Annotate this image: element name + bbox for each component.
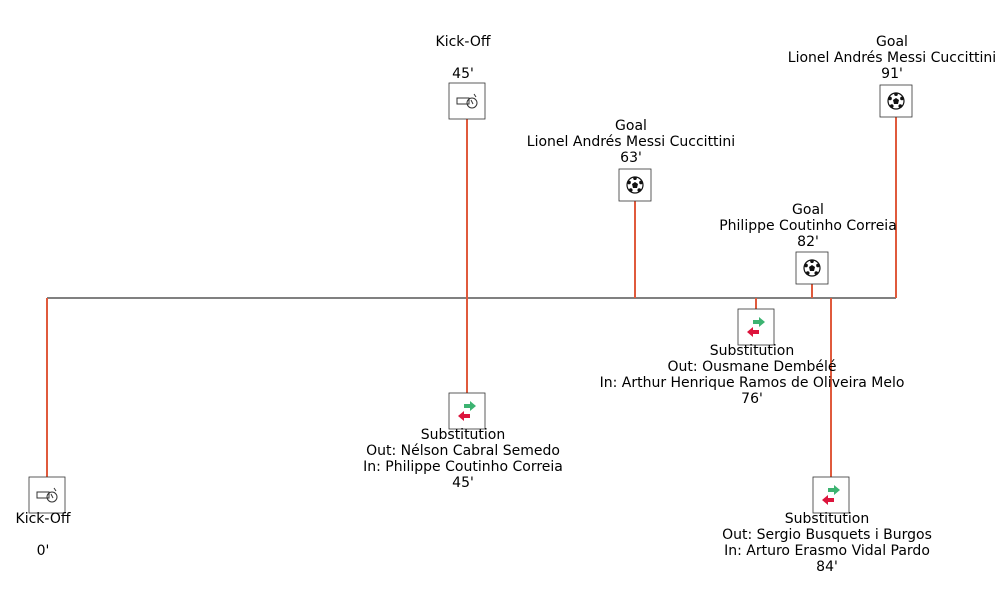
player-out-label: Out: Nélson Cabral Semedo	[366, 443, 560, 459]
event-type-label: Goal	[876, 34, 908, 50]
event-minute-label: 0'	[36, 543, 50, 559]
event-minute-label: 84'	[816, 559, 838, 575]
player-out-label: Out: Sergio Busquets i Burgos	[722, 527, 932, 543]
player-in-label: In: Philippe Coutinho Correia	[363, 459, 563, 475]
event-player-label: Lionel Andrés Messi Cuccittini	[526, 134, 736, 150]
event-minute-label: 82'	[797, 234, 819, 250]
soccer-ball-icon	[879, 84, 913, 118]
event-type-label: Goal	[615, 118, 647, 134]
soccer-ball-icon	[618, 168, 652, 202]
event-type-label: Goal	[792, 202, 824, 218]
substitution-icon	[737, 308, 775, 346]
event-type-label: Kick-Off	[15, 511, 71, 527]
soccer-ball-icon	[795, 251, 829, 285]
event-type-label: Substitution	[784, 511, 870, 527]
player-in-label: In: Arturo Erasmo Vidal Pardo	[724, 543, 930, 559]
event-type-label: Substitution	[709, 343, 795, 359]
player-in-label: In: Arthur Henrique Ramos de Oliveira Me…	[599, 375, 905, 391]
event-player-label: Philippe Coutinho Correia	[719, 218, 897, 234]
event-type-label: Kick-Off	[435, 34, 491, 50]
whistle-icon	[28, 476, 66, 514]
substitution-icon	[812, 476, 850, 514]
event-type-label: Substitution	[420, 427, 506, 443]
event-minute-label: 63'	[620, 150, 642, 166]
event-player-label: Lionel Andrés Messi Cuccittini	[787, 50, 997, 66]
event-minute-label: 91'	[881, 66, 903, 82]
event-minute-label: 76'	[741, 391, 763, 407]
substitution-icon	[448, 392, 486, 430]
player-out-label: Out: Ousmane Dembélé	[667, 359, 837, 375]
whistle-icon	[448, 82, 486, 120]
event-minute-label: 45'	[452, 475, 474, 491]
event-minute-label: 45'	[452, 66, 474, 82]
